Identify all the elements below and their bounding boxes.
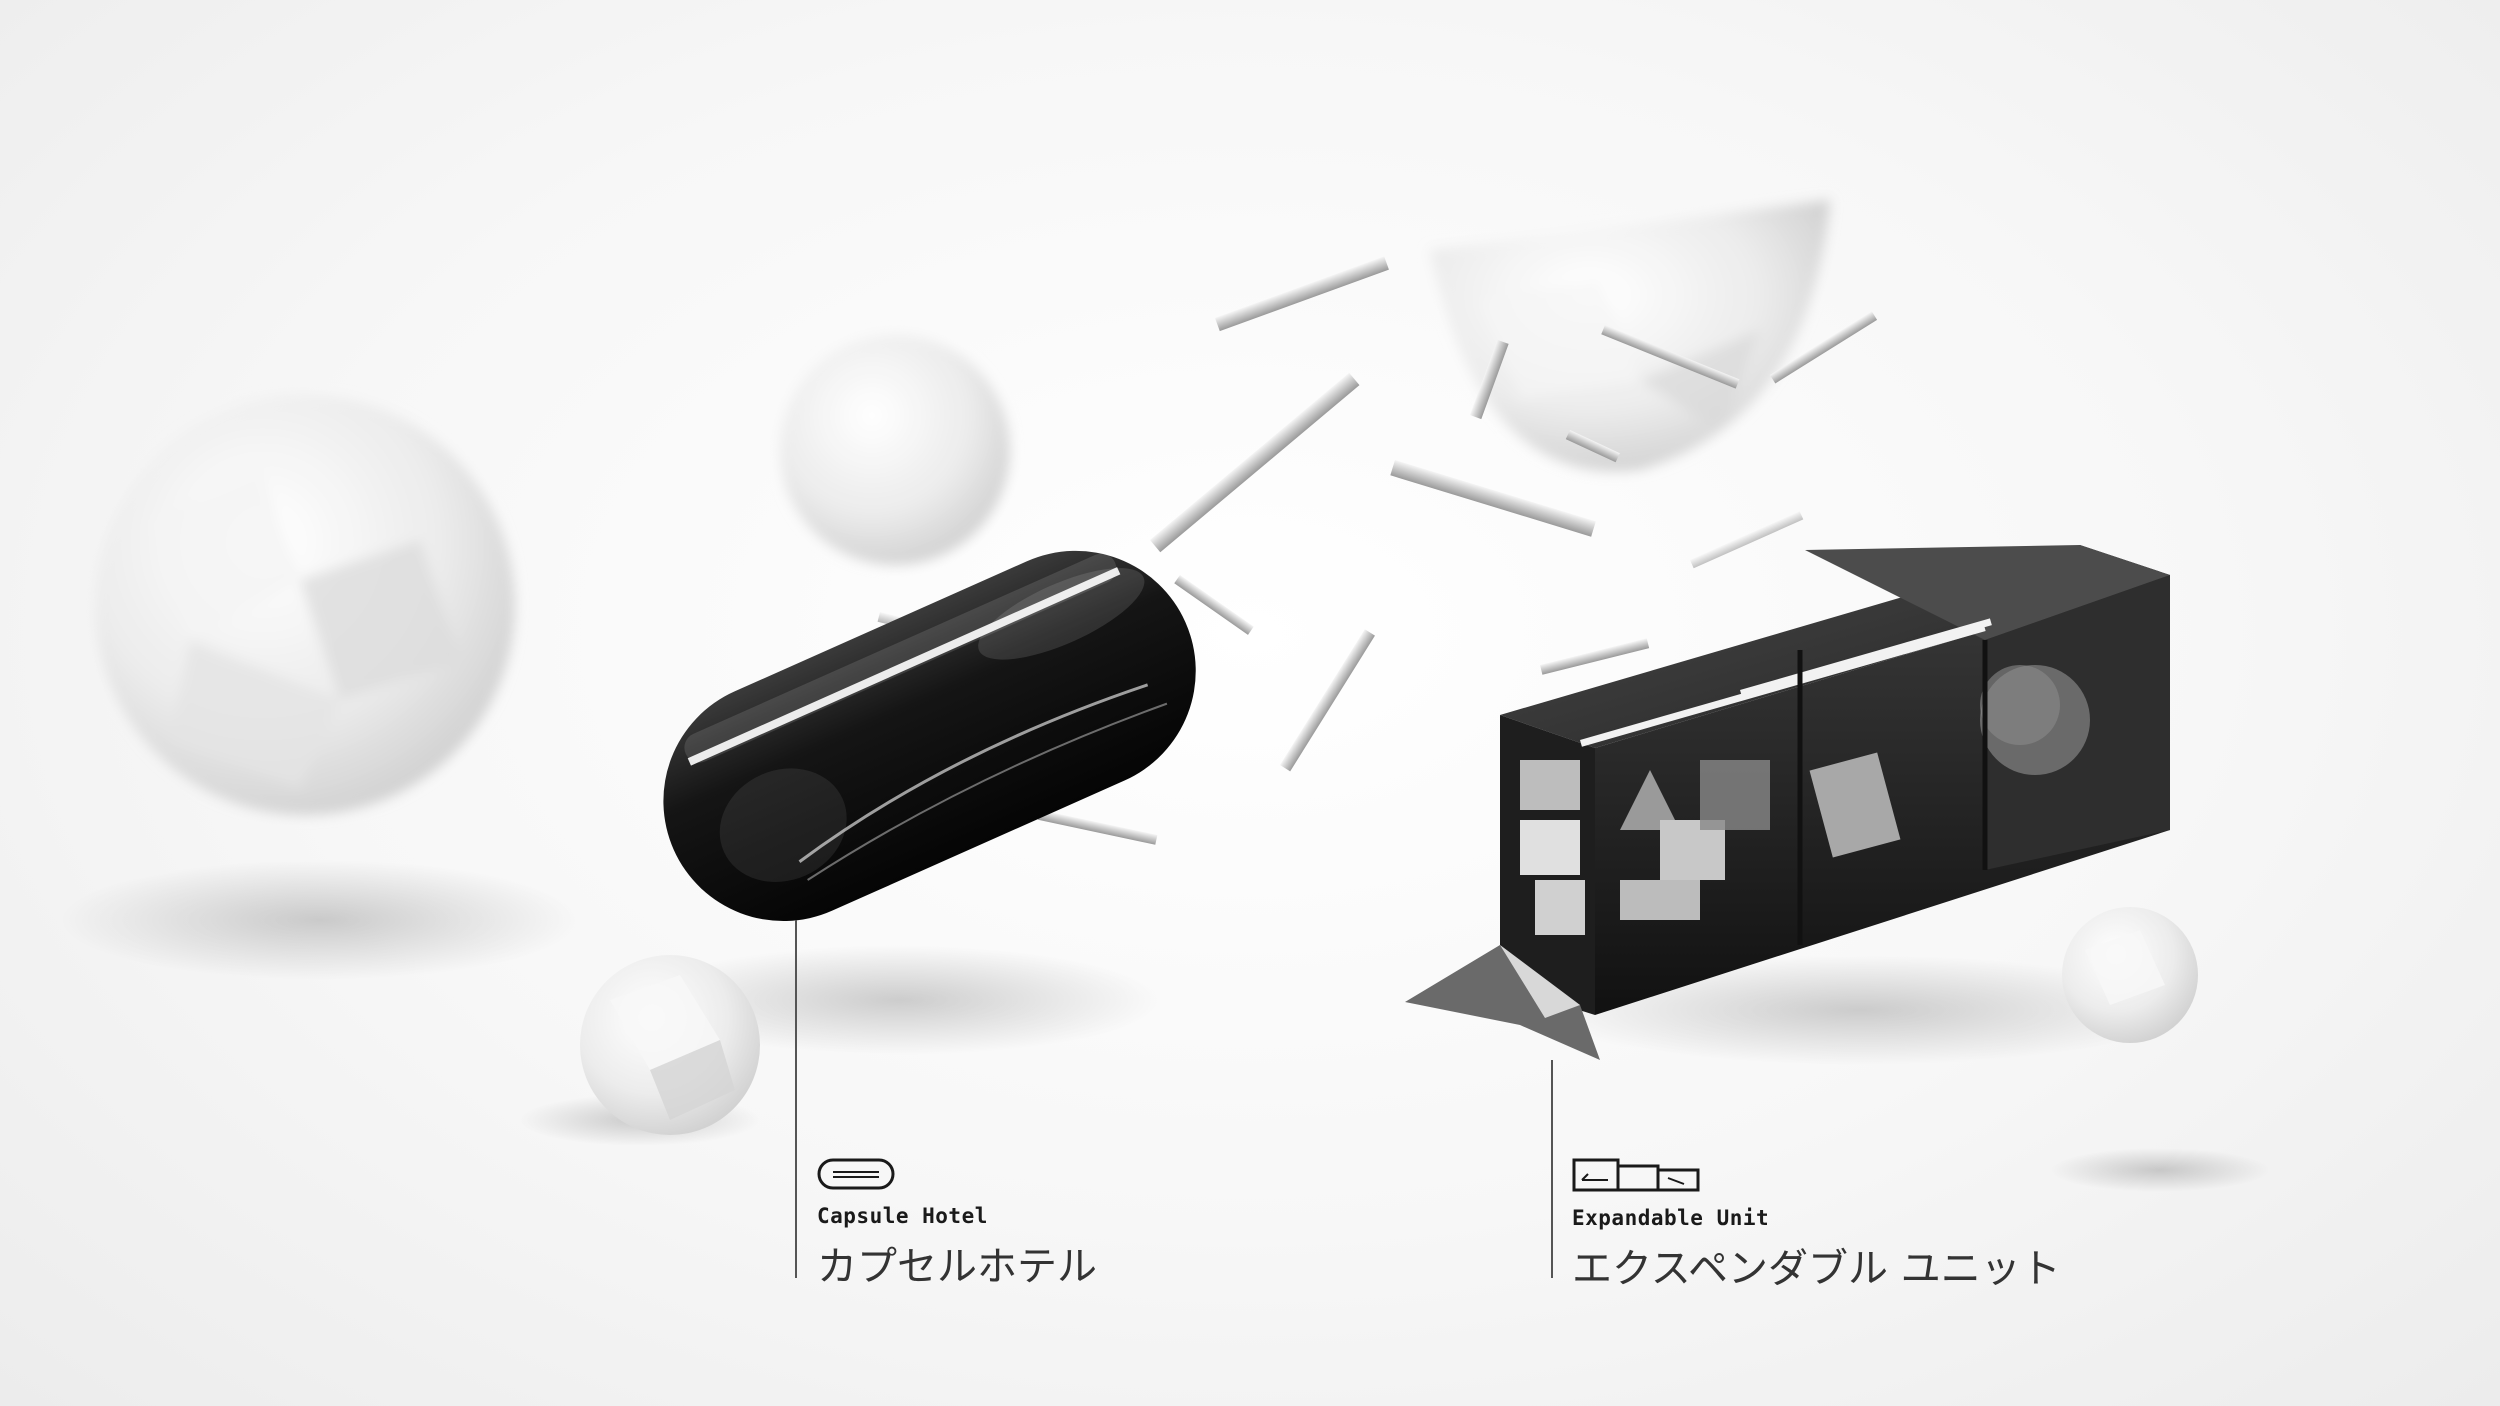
floating-rods xyxy=(877,256,1878,845)
shadow xyxy=(60,860,580,980)
expandable-unit-label: Expandable Unit エクスペンダブル ユニット xyxy=(1572,1158,2061,1294)
capsule-hotel-model xyxy=(663,550,1196,922)
capsule-hotel-title-en: Capsule Hotel xyxy=(817,1204,988,1228)
expandable-modules-icon xyxy=(1572,1158,1700,1192)
sphere-small-right xyxy=(2062,907,2198,1043)
capsule-hotel-title-jp: カプセルホテル xyxy=(817,1244,1097,1290)
shadow xyxy=(640,945,1160,1055)
shadow xyxy=(2050,1148,2270,1192)
expandable-unit-model xyxy=(1405,545,2170,1060)
sphere-large-left xyxy=(95,395,515,815)
sphere-small-bottom xyxy=(580,955,760,1135)
unit-contents xyxy=(1520,752,1901,935)
capsule-icon xyxy=(817,1158,895,1190)
shadow xyxy=(1540,955,2180,1065)
expandable-unit-title-en: Expandable Unit xyxy=(1572,1206,1770,1230)
sphere-small-top xyxy=(780,335,1010,565)
expandable-unit-title-jp: エクスペンダブル ユニット xyxy=(1572,1246,2061,1292)
capsule-hotel-label: Capsule Hotel カプセルホテル xyxy=(817,1158,1097,1292)
